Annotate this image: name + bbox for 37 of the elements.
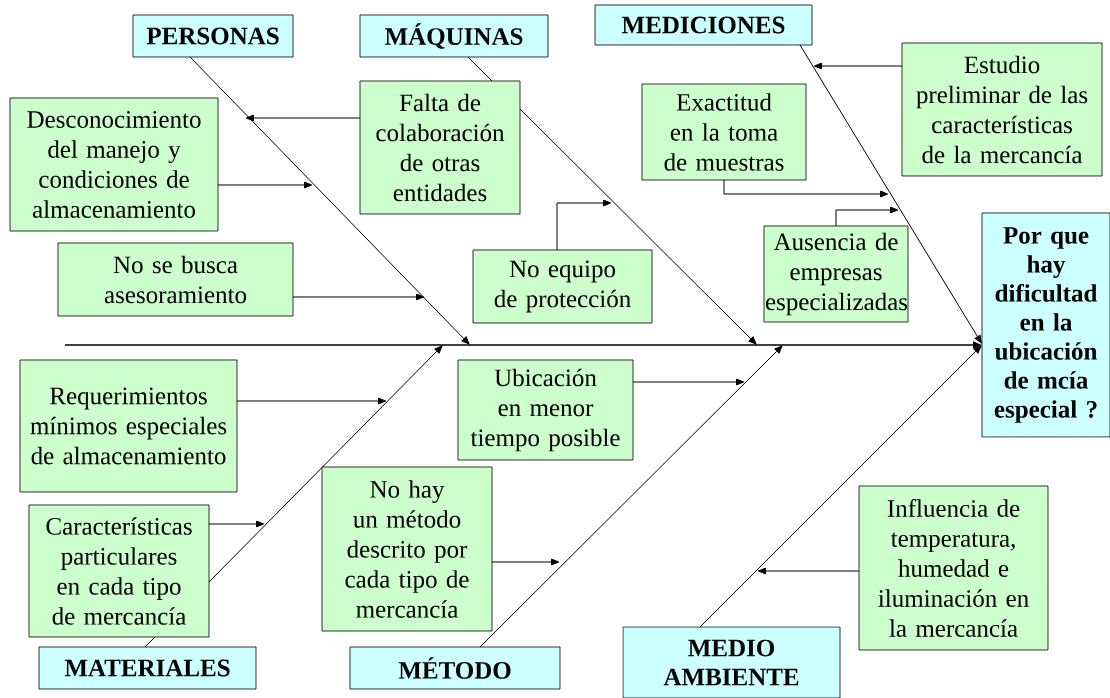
bone-arrow — [144, 345, 443, 648]
cause-box: Características particulares en cada tipo de mercancía — [28, 504, 210, 638]
arrow — [813, 62, 903, 70]
cause-box: Desconocimiento del manejo y condiciones de almacenamiento — [9, 97, 219, 232]
cause-box: Falta de colaboración de otras entidades — [359, 80, 521, 215]
arrow — [217, 181, 313, 189]
cause-box: No equipo de protección — [472, 249, 653, 324]
cause-box: Influencia de temperatura, humedad e iluminación en la mercancía — [858, 485, 1049, 651]
arrow — [245, 114, 361, 122]
arrow — [556, 199, 612, 251]
category-box: MEDIO AMBIENTE — [622, 626, 841, 698]
cause-box: No hay un método descrito por cada tipo de mercancía — [321, 466, 493, 632]
arrow — [208, 520, 265, 528]
cause-box: Exactitud en la toma de muestras — [641, 83, 807, 181]
arrow — [835, 206, 899, 227]
arrow — [757, 567, 860, 575]
category-box: MEDICIONES — [594, 4, 813, 46]
category-box: MÁQUINAS — [359, 14, 549, 58]
arrow — [236, 397, 387, 405]
bone-arrow — [467, 56, 757, 345]
arrow — [292, 293, 425, 301]
arrow — [491, 558, 560, 566]
bone-arrow — [189, 56, 470, 345]
cause-box: Estudio preliminar de las características de la mercancía — [901, 42, 1103, 177]
bone-arrow — [479, 345, 783, 648]
bone-arrow — [699, 345, 982, 628]
category-box: MATERIALES — [38, 646, 257, 690]
category-box: PERSONAS — [132, 14, 294, 58]
arrow — [723, 179, 889, 198]
problem-box: Por que hay dificultad en la ubicación de mcía especial ? — [981, 212, 1110, 438]
cause-box: Requerimientos mínimos especiales de almacenamiento — [19, 359, 238, 493]
category-box: MÉTODO — [349, 646, 561, 690]
cause-box: No se busca asesoramiento — [57, 242, 294, 317]
arrow — [632, 378, 745, 386]
cause-box: Ausencia de empresas especializadas — [763, 225, 909, 323]
cause-box: Ubicación en menor tiempo posible — [457, 359, 634, 461]
bone-arrow — [799, 44, 982, 344]
